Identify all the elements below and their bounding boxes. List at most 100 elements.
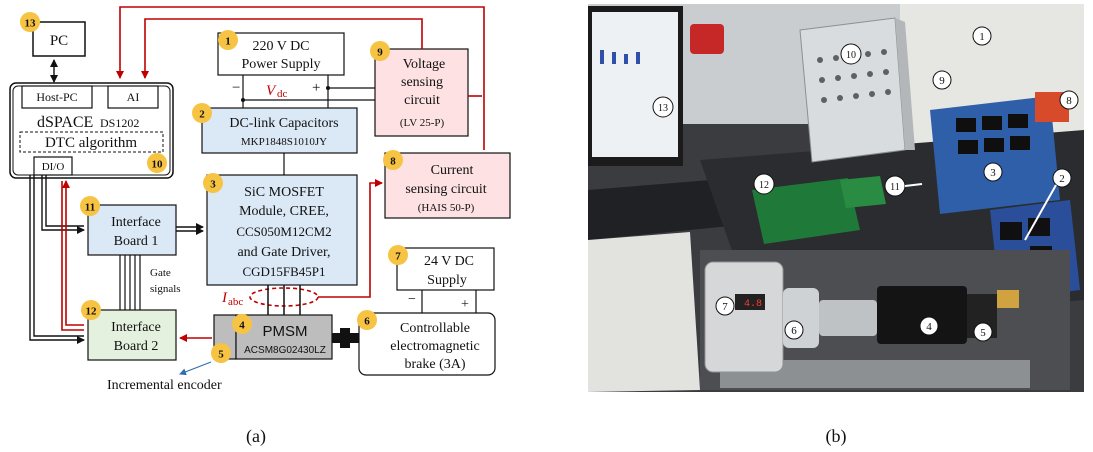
- callout-3-label: 3: [990, 167, 996, 179]
- callout-8: 8: [1059, 90, 1079, 110]
- badge-6: [357, 310, 377, 330]
- supply24-line1: 24 V DC: [424, 254, 474, 269]
- current-feedback-line: [116, 6, 485, 150]
- supply24-plus: +: [461, 297, 469, 312]
- callout-12: 12: [753, 173, 775, 195]
- iabc-label: I: [221, 290, 228, 306]
- dc-bus: − + V dc: [232, 75, 375, 108]
- vdc-subscript: dc: [277, 88, 288, 100]
- brake-block: Controllable electromagnetic brake (3A) …: [357, 310, 496, 376]
- interface-board-1-block: Interface Board 1 11: [80, 196, 177, 256]
- badge-6-number: 6: [364, 316, 370, 328]
- dspace-model: DS1202: [100, 116, 139, 130]
- callout-7: 7: [715, 296, 735, 316]
- dc-minus-label: −: [232, 80, 240, 96]
- gate-signals-line2: signals: [150, 283, 181, 295]
- callout-6-label: 6: [791, 325, 797, 337]
- brake-line1: Controllable: [400, 321, 470, 336]
- badge-13: [20, 12, 40, 32]
- badge-10-number: 10: [152, 159, 164, 171]
- dc-link-block: DC-link Capacitors MKP1848S1010JY 2: [192, 103, 358, 154]
- panel-a-caption: (a): [246, 426, 266, 447]
- callout-7-label: 7: [722, 301, 728, 313]
- callout-3: 3: [983, 162, 1003, 182]
- gate-signals-line1: Gate: [150, 267, 171, 279]
- mosfet-line2: Module, CREE,: [239, 204, 329, 219]
- mosfet-line1: SiC MOSFET: [244, 185, 324, 200]
- power-supply-line2: Power Supply: [242, 57, 321, 72]
- mosfet-line5: CGD15FB45P1: [242, 264, 325, 279]
- voltage-sensing-line4: (LV 25-P): [400, 117, 445, 129]
- callout-5: 5: [973, 322, 993, 342]
- voltage-feedback-line: [141, 18, 423, 79]
- current-sensing-line2: sensing circuit: [405, 182, 486, 197]
- iabc-to-sensing-line: [318, 179, 383, 298]
- callout-10: 10: [840, 43, 862, 65]
- dc-plus-label: +: [312, 80, 320, 96]
- badge-1-number: 1: [225, 36, 231, 48]
- dspace-title: dSPACE: [37, 114, 93, 131]
- callout-13-label: 13: [658, 103, 668, 114]
- pc-block: PC 13: [20, 12, 86, 57]
- interface2-line2: Board 2: [114, 339, 159, 354]
- supply-24v-block: 24 V DC Supply 7 − +: [388, 245, 495, 313]
- interface-board-2-block: Interface Board 2 12: [81, 300, 177, 361]
- callout-6: 6: [784, 320, 804, 340]
- voltage-sensing-block: Voltage sensing circuit (LV 25-P) 9: [370, 41, 469, 137]
- brake-line2: electromagnetic: [390, 339, 479, 354]
- interface2-line1: Interface: [111, 320, 161, 335]
- badge-2: [192, 103, 212, 123]
- svg-text:4.8: 4.8: [744, 299, 762, 310]
- vdc-label: V: [266, 83, 277, 99]
- iabc-subscript: abc: [228, 296, 243, 308]
- shaft-coupling: [332, 328, 364, 348]
- badge-13-number: 13: [25, 18, 37, 30]
- supply24-line2: Supply: [427, 273, 467, 288]
- badge-9-number: 9: [377, 47, 383, 59]
- voltage-sensing-line2: sensing: [401, 75, 443, 90]
- mosfet-line4: and Gate Driver,: [237, 245, 330, 260]
- callout-2-pointer: [1024, 184, 1057, 241]
- badge-11: [80, 196, 100, 216]
- power-supply-block: 220 V DC Power Supply 1: [217, 30, 345, 76]
- badge-5: [211, 343, 231, 363]
- interface1-line2: Board 1: [114, 234, 159, 249]
- encoder-label: Incremental encoder: [107, 378, 222, 393]
- interface1-line1: Interface: [111, 215, 161, 230]
- current-sensing-block: Current sensing circuit (HAIS 50-P) 8: [383, 150, 511, 219]
- voltage-sensing-line1: Voltage: [403, 57, 446, 72]
- ai-label: AI: [127, 90, 140, 104]
- phase-lines: [267, 285, 301, 315]
- badge-5-number: 5: [218, 349, 224, 361]
- dspace-block: Host-PC AI dSPACE DS1202 DTC algorithm D…: [9, 82, 174, 179]
- callout-4: 4: [919, 316, 939, 336]
- pmsm-label: PMSM: [263, 323, 308, 340]
- callout-9: 9: [932, 70, 952, 90]
- callout-2: 2: [1024, 168, 1072, 241]
- mosfet-block: SiC MOSFET Module, CREE, CCS050M12CM2 an…: [203, 173, 358, 286]
- callout-4-label: 4: [926, 321, 932, 333]
- current-sensing-line3: (HAIS 50-P): [418, 202, 475, 214]
- current-sensing-line1: Current: [431, 163, 474, 178]
- badge-11-number: 11: [85, 202, 95, 214]
- pc-label: PC: [50, 33, 68, 49]
- photo-callouts: 1 2 3 4 5 6 7 8: [652, 26, 1079, 342]
- power-supply-line1: 220 V DC: [252, 39, 309, 54]
- badge-4-number: 4: [239, 320, 245, 332]
- badge-2-number: 2: [199, 109, 205, 121]
- badge-1: [218, 30, 238, 50]
- voltage-sensing-line3: circuit: [404, 93, 440, 108]
- pmsm-block: PMSM ACSM8G02430LZ 4: [213, 314, 333, 360]
- encoder-pointer: [179, 361, 212, 376]
- callout-10-label: 10: [846, 50, 856, 61]
- badge-4: [232, 314, 252, 334]
- callout-11-pointer: [904, 183, 923, 187]
- badge-7: [388, 245, 408, 265]
- callout-12-label: 12: [759, 180, 769, 191]
- badge-9: [370, 41, 390, 61]
- dtc-algorithm-label: DTC algorithm: [45, 135, 137, 151]
- callout-5-label: 5: [980, 327, 986, 339]
- callout-1: 1: [972, 26, 992, 46]
- badge-3: [203, 173, 223, 193]
- badge-12: [81, 300, 101, 320]
